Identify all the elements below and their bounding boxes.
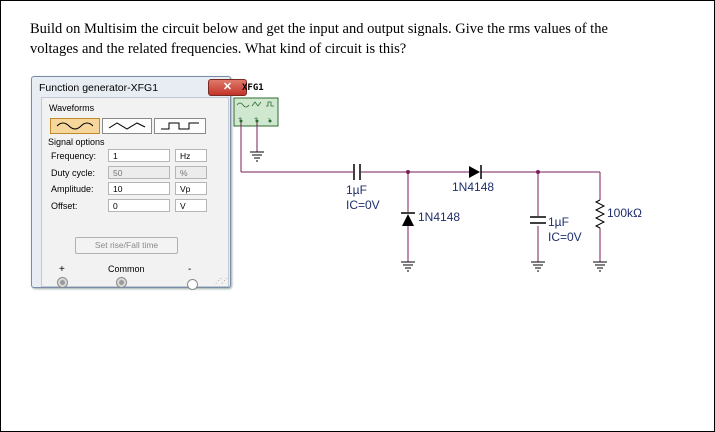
svg-text:+: + <box>238 116 242 123</box>
xfg1-plus-node <box>239 119 243 123</box>
sine-wave-icon <box>56 122 94 130</box>
d2-label: 1N4148 <box>418 210 461 224</box>
xfg1-minus-node <box>268 119 272 123</box>
svg-text:+: + <box>254 116 258 123</box>
set-rise-fall-button[interactable]: Set rise/Fall time <box>75 237 178 254</box>
plus-label: + <box>59 264 65 275</box>
resize-grip-icon[interactable]: ⋰⋰ <box>215 278 228 285</box>
square-wave-button[interactable] <box>154 118 206 134</box>
question-text: Build on Multisim the circuit below and … <box>30 19 690 59</box>
offset-unit-select[interactable]: V <box>175 199 207 212</box>
r1-label: 100kΩ <box>607 206 642 220</box>
ground-icon <box>531 261 545 272</box>
window-title: Function generator-XFG1 <box>39 82 159 94</box>
xfg1-terminal-signs: + + - <box>238 116 271 123</box>
ground-icon <box>593 261 607 272</box>
capacitor-c2[interactable] <box>530 216 546 224</box>
diode-series[interactable] <box>469 165 482 179</box>
amplitude-input[interactable]: 10 <box>108 182 170 195</box>
amplitude-unit-select[interactable]: Vp <box>175 182 207 195</box>
diode-shunt[interactable] <box>401 212 415 226</box>
c2-value-label: 1µF <box>548 215 569 229</box>
offset-label: Offset: <box>51 201 78 211</box>
d1-label: 1N4148 <box>452 180 495 194</box>
ground-icon <box>250 151 264 162</box>
resistor-r1[interactable] <box>594 199 606 229</box>
sine-wave-button[interactable] <box>50 118 100 134</box>
duty-cycle-unit: % <box>175 166 207 179</box>
common-label: Common <box>108 264 145 274</box>
waveforms-label: Waveforms <box>49 103 95 113</box>
svg-text:-: - <box>268 116 271 123</box>
question-line-2: voltages and the related frequencies. Wh… <box>30 41 407 57</box>
xfg1-waveform-icons <box>236 101 274 108</box>
negative-terminal[interactable] <box>187 279 198 290</box>
offset-input[interactable]: 0 <box>108 199 170 212</box>
minus-label: - <box>188 264 192 275</box>
frequency-unit-select[interactable]: Hz <box>175 149 207 162</box>
triangle-wave-icon <box>108 122 146 130</box>
question-line-1: Build on Multisim the circuit below and … <box>30 21 608 37</box>
positive-terminal[interactable] <box>57 277 68 288</box>
junction-dot <box>406 170 410 174</box>
function-generator-panel: Waveforms Signal options Frequency: 1 Hz… <box>41 97 229 290</box>
duty-cycle-label: Duty cycle: <box>51 168 96 178</box>
duty-cycle-input: 50 <box>108 166 170 179</box>
capacitor-c1[interactable] <box>353 164 361 180</box>
signal-options-label: Signal options <box>48 137 105 147</box>
junction-dot <box>536 170 540 174</box>
c2-ic-label: IC=0V <box>548 230 582 244</box>
ground-icon <box>401 261 415 272</box>
ground-symbols <box>250 151 607 272</box>
xfg1-common-node <box>255 119 259 123</box>
square-wave-icon <box>161 122 199 130</box>
amplitude-label: Amplitude: <box>51 184 94 194</box>
frequency-label: Frequency: <box>51 151 97 161</box>
frequency-input[interactable]: 1 <box>108 149 170 162</box>
triangle-wave-button[interactable] <box>102 118 152 134</box>
c1-value-label: 1µF <box>346 183 367 197</box>
close-icon[interactable]: ✕ <box>208 79 247 96</box>
c1-ic-label: IC=0V <box>346 198 380 212</box>
function-generator-window: Function generator-XFG1 ✕ Waveforms Sign… <box>31 76 247 290</box>
common-terminal[interactable] <box>116 277 127 288</box>
xfg1-label: XFG1 <box>242 83 264 93</box>
